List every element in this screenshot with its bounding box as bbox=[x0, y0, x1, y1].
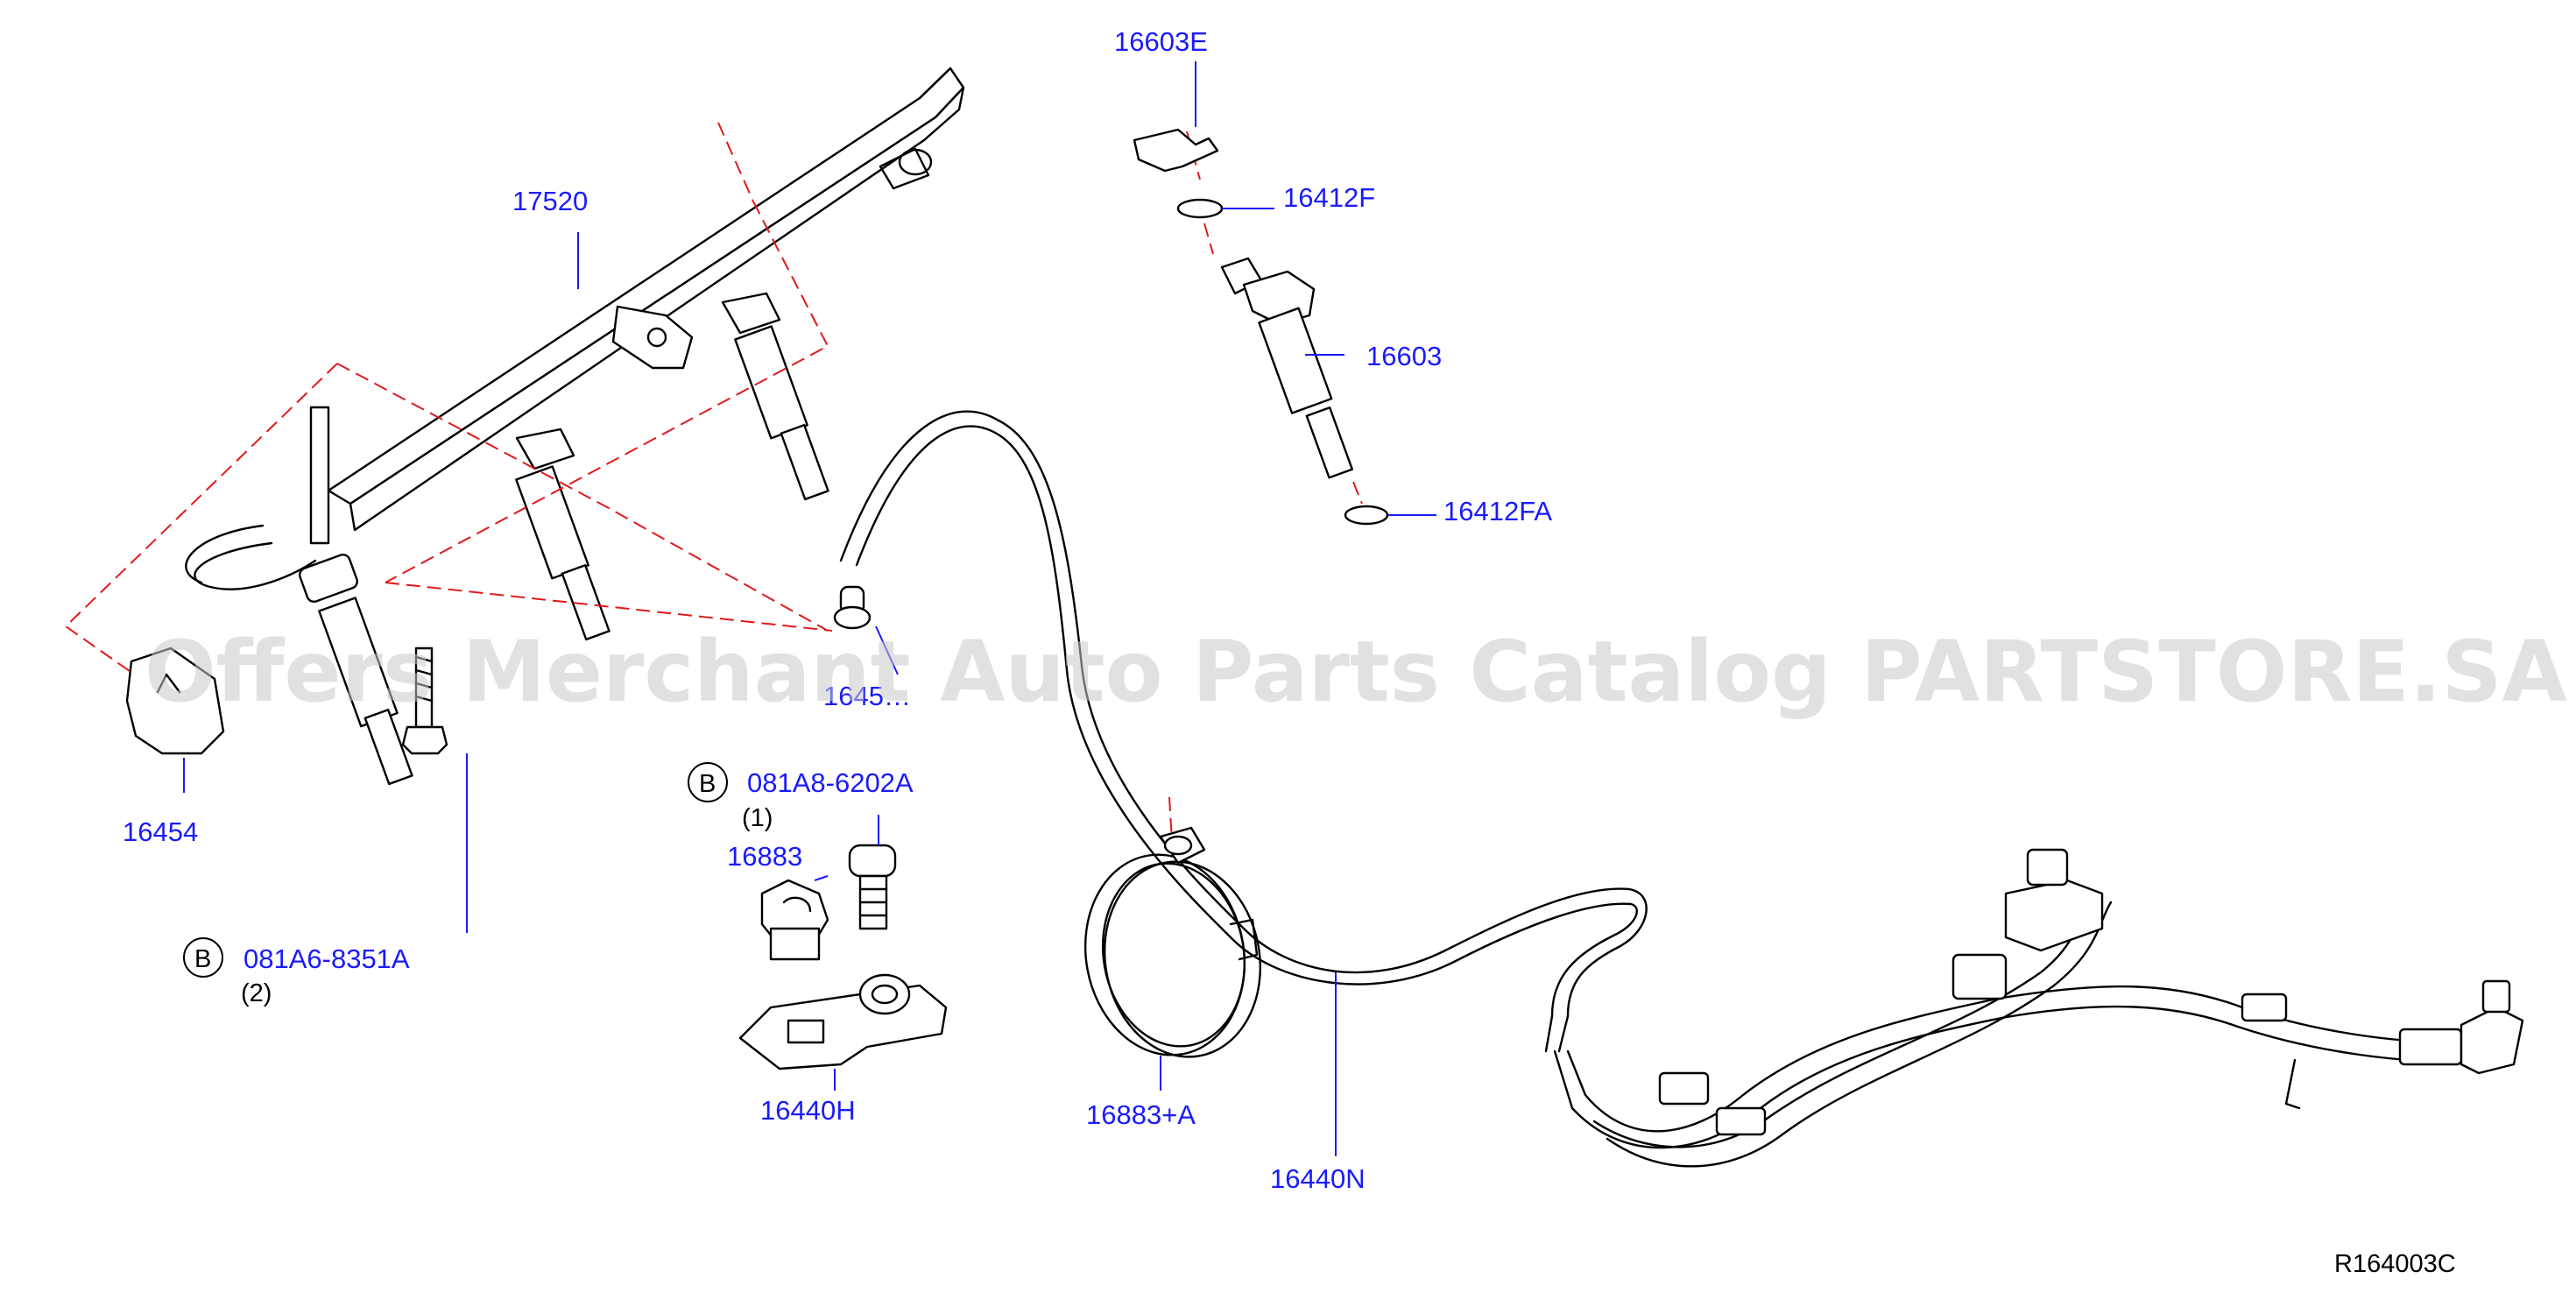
qty-081A8: (1) bbox=[742, 804, 773, 832]
part-16457-fitting[interactable] bbox=[833, 585, 872, 630]
callout-labels: 17520 16603E 16412F 16603 16412FA 16454 … bbox=[123, 26, 2456, 1278]
bolt-081A6-8351A[interactable] bbox=[401, 646, 448, 755]
clip-16883[interactable] bbox=[760, 879, 829, 961]
label-081A8-6202A: 081A8-6202A bbox=[747, 767, 914, 798]
seal-16412F[interactable] bbox=[1176, 198, 1224, 219]
badge-b-081A8 bbox=[688, 762, 728, 802]
label-16457: 1645… bbox=[823, 681, 911, 711]
clamp-16883A[interactable] bbox=[1069, 826, 1275, 1070]
badge-b-081A8-letter: B bbox=[699, 770, 716, 798]
label-081A6-8351A: 081A6-8351A bbox=[243, 943, 410, 974]
diagram-id: R164003C bbox=[2334, 1250, 2456, 1278]
seal-16412FA[interactable] bbox=[1344, 505, 1389, 526]
label-16883A: 16883+A bbox=[1086, 1099, 1196, 1130]
leader-lines bbox=[183, 61, 1436, 1156]
badge-b-081A6 bbox=[183, 937, 223, 978]
fuel-hose-16440N[interactable] bbox=[839, 410, 2524, 1168]
label-16440N: 16440N bbox=[1270, 1163, 1366, 1194]
watermark-text: Offers Merchant Auto Parts Catalog PARTS… bbox=[145, 623, 2567, 721]
bolt-081A8-6202A[interactable] bbox=[848, 844, 897, 930]
label-17520: 17520 bbox=[512, 186, 588, 216]
label-16454: 16454 bbox=[123, 816, 198, 847]
qty-081A6: (2) bbox=[241, 979, 272, 1007]
rail-injectors bbox=[299, 292, 829, 786]
label-16883: 16883 bbox=[727, 841, 802, 872]
assembly-guide-lines bbox=[64, 122, 1363, 842]
injector-clip-16603E[interactable] bbox=[1133, 128, 1219, 173]
label-16603E: 16603E bbox=[1114, 26, 1208, 57]
fuel-rail-17520[interactable] bbox=[185, 67, 965, 590]
label-16603: 16603 bbox=[1366, 341, 1442, 371]
badge-b-081A6-letter: B bbox=[194, 945, 211, 973]
injector-16603[interactable] bbox=[1220, 257, 1354, 479]
label-16440H: 16440H bbox=[760, 1095, 856, 1126]
label-16412F: 16412F bbox=[1283, 182, 1375, 213]
label-16412FA: 16412FA bbox=[1443, 496, 1552, 526]
part-16454-cap[interactable] bbox=[125, 646, 225, 755]
bracket-16440H[interactable] bbox=[738, 973, 948, 1070]
